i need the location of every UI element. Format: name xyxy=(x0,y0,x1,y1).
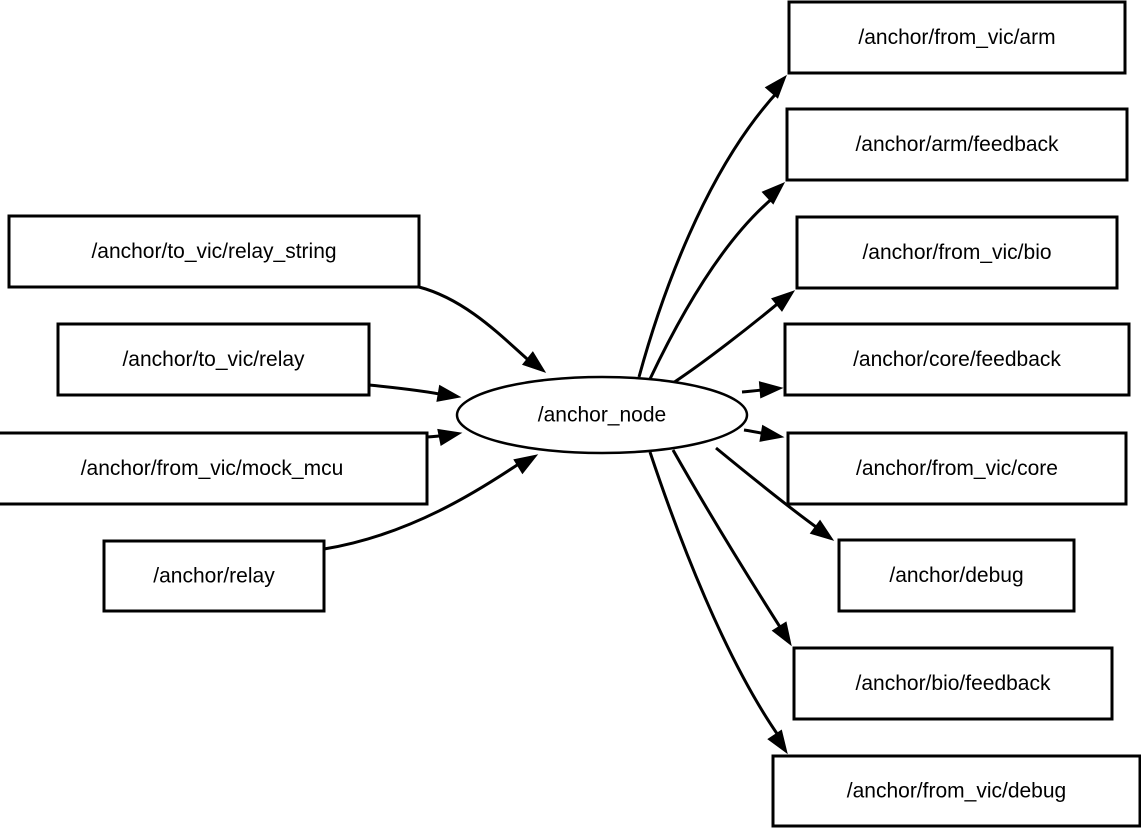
node-label: /anchor/bio/feedback xyxy=(856,672,1051,695)
arrowhead-anchor-from-vic-arm xyxy=(764,74,787,99)
topic-node-anchor-from-vic-arm[interactable]: /anchor/from_vic/arm xyxy=(787,0,1127,75)
arrowhead-anchor-from-vic-bio xyxy=(771,290,796,312)
center-node-anchor-node[interactable]: /anchor_node xyxy=(455,375,749,455)
edge-subscriber-anchor-arm-feedback xyxy=(648,195,776,380)
node-rect xyxy=(786,431,1128,506)
node-label: /anchor/core/feedback xyxy=(853,348,1061,371)
edge-subscriber-anchor-from-vic-bio xyxy=(669,299,783,387)
arrowhead-anchor-arm-feedback xyxy=(761,182,786,205)
arrowhead-anchor-to-vic-relay xyxy=(436,384,462,402)
edge-subscriber-anchor-from-vic-arm xyxy=(637,89,781,378)
center-node-ellipse xyxy=(455,375,749,455)
node-label: /anchor/from_vic/core xyxy=(856,457,1058,480)
node-label: /anchor/from_vic/debug xyxy=(847,780,1066,803)
node-label: /anchor/from_vic/bio xyxy=(862,241,1051,264)
node-label: /anchor/arm/feedback xyxy=(855,133,1059,156)
arrowhead-anchor-core-feedback xyxy=(758,381,784,399)
arrowhead-anchor-relay xyxy=(513,454,539,475)
node-label: /anchor/relay xyxy=(153,565,275,588)
arrowhead-anchor-debug xyxy=(809,519,835,541)
topic-node-anchor-relay[interactable]: /anchor/relay xyxy=(102,539,326,613)
node-rect xyxy=(795,215,1119,290)
topic-node-anchor-debug[interactable]: /anchor/debug xyxy=(837,538,1076,613)
edge-publisher-anchor-to-vic-relay xyxy=(368,383,445,397)
topic-node-anchor-to-vic-relay-string[interactable]: /anchor/to_vic/relay_string xyxy=(7,214,421,289)
node-rect xyxy=(102,539,326,613)
arrowhead-anchor-to-vic-relay-string xyxy=(521,351,547,373)
node-label: /anchor/from_vic/mock_mcu xyxy=(81,457,344,480)
edge-publisher-anchor-relay xyxy=(323,460,524,551)
center-node-label: /anchor_node xyxy=(538,404,666,427)
node-rect xyxy=(792,646,1114,721)
node-label: /anchor/debug xyxy=(889,564,1023,587)
arrowhead-anchor-from-vic-debug xyxy=(767,729,788,755)
arrowhead-anchor-bio-feedback xyxy=(771,621,792,647)
arrowhead-anchor-from-vic-core xyxy=(759,424,785,442)
node-rect xyxy=(56,322,371,397)
edge-subscriber-anchor-debug xyxy=(715,446,822,532)
node-label: /anchor/to_vic/relay_string xyxy=(91,240,336,263)
topic-node-anchor-from-vic-core[interactable]: /anchor/from_vic/core xyxy=(786,431,1128,506)
topic-node-anchor-bio-feedback[interactable]: /anchor/bio/feedback xyxy=(792,646,1114,721)
node-label: /anchor/to_vic/relay xyxy=(122,348,305,371)
topic-node-anchor-from-vic-bio[interactable]: /anchor/from_vic/bio xyxy=(795,215,1119,290)
edges-layer xyxy=(323,74,835,755)
node-label: /anchor/from_vic/arm xyxy=(858,26,1055,49)
node-rect xyxy=(837,538,1076,613)
edge-subscriber-anchor-from-vic-debug xyxy=(648,451,782,740)
topic-node-anchor-from-vic-mock-mcu[interactable]: /anchor/from_vic/mock_mcu xyxy=(0,431,429,506)
edge-publisher-anchor-to-vic-relay-string xyxy=(418,285,533,365)
topic-node-anchor-arm-feedback[interactable]: /anchor/arm/feedback xyxy=(785,107,1129,182)
node-rect xyxy=(7,214,421,289)
topic-node-anchor-from-vic-debug[interactable]: /anchor/from_vic/debug xyxy=(771,754,1141,828)
node-rect xyxy=(0,431,429,506)
node-rect xyxy=(771,754,1141,828)
node-rect xyxy=(785,107,1129,182)
node-rect xyxy=(787,0,1127,75)
edge-subscriber-anchor-bio-feedback xyxy=(671,449,784,633)
topic-node-anchor-to-vic-relay[interactable]: /anchor/to_vic/relay xyxy=(56,322,371,397)
node-rect xyxy=(783,322,1131,397)
arrowhead-anchor-from-vic-mock-mcu xyxy=(437,428,463,446)
topic-node-anchor-core-feedback[interactable]: /anchor/core/feedback xyxy=(783,322,1131,397)
